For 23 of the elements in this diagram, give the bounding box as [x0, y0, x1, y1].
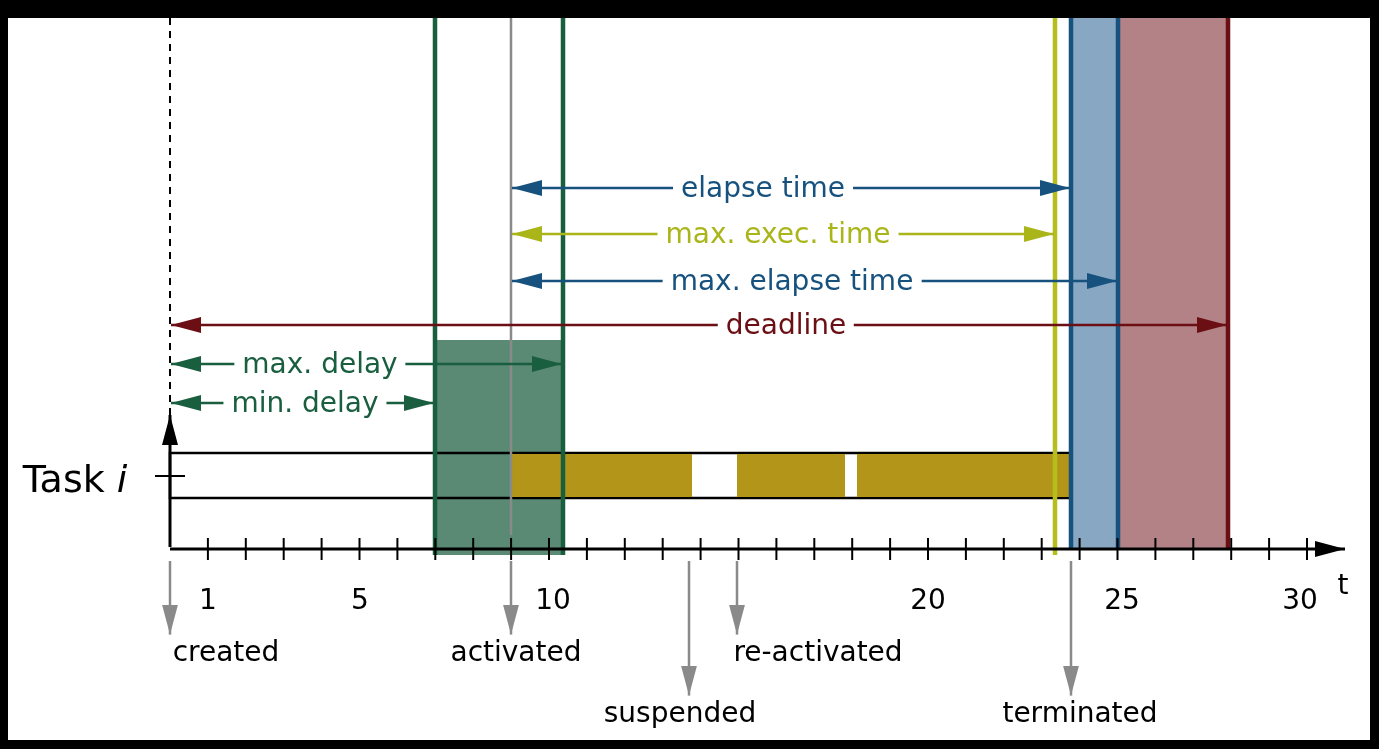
event-label: activated	[450, 636, 582, 668]
tick-label: 30	[1282, 584, 1318, 616]
dimension-label: elapse time	[673, 172, 853, 204]
arrow	[162, 561, 178, 635]
tick-label: 20	[910, 584, 946, 616]
arrow	[1063, 561, 1079, 696]
tick-label: 5	[351, 584, 369, 616]
event-label: re-activated	[733, 636, 903, 668]
arrow	[729, 561, 745, 635]
event-label: suspended	[603, 697, 757, 729]
time-axis	[170, 537, 1345, 561]
row-label: Task i	[22, 459, 128, 501]
dimension-label: min. delay	[223, 387, 387, 419]
event-label: terminated	[1002, 697, 1158, 729]
event-label: created	[172, 636, 280, 668]
dimension-label: max. elapse time	[662, 265, 922, 297]
tick-label: 1	[199, 584, 217, 616]
tick-label: 10	[535, 584, 571, 616]
axis-label: t	[1337, 569, 1349, 601]
dimension-label: max. delay	[234, 348, 406, 380]
arrow	[681, 561, 697, 696]
arrow	[503, 561, 519, 635]
tick-label: 25	[1104, 584, 1140, 616]
